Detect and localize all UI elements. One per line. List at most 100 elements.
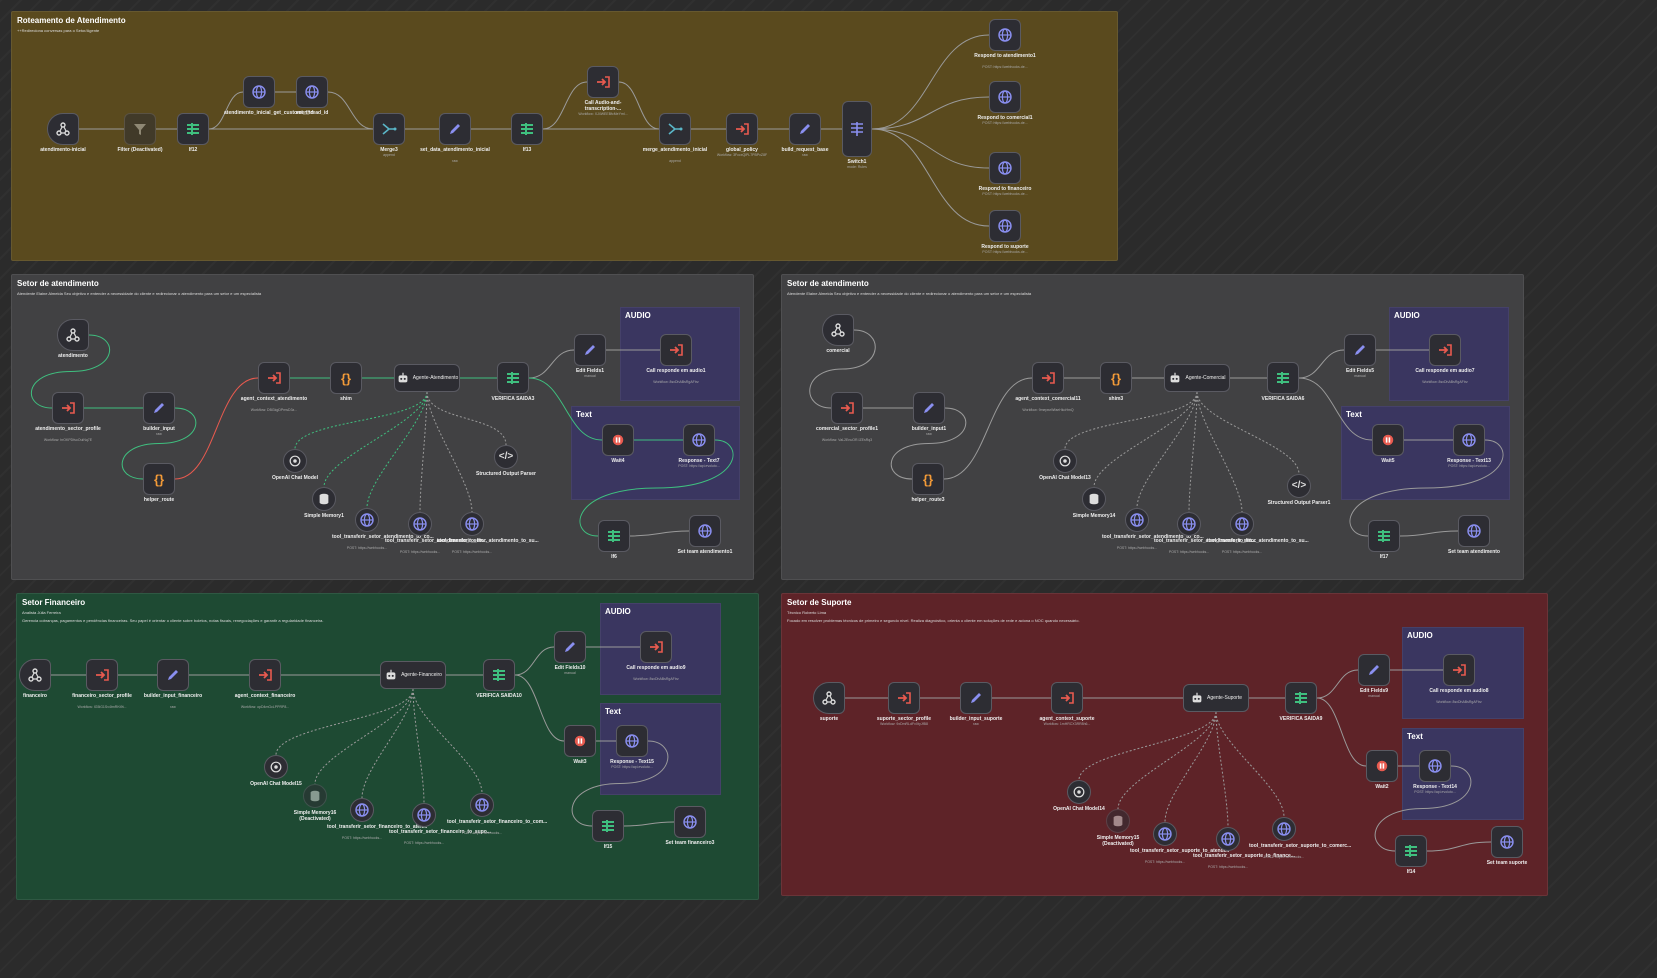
node-r-resp-su[interactable] xyxy=(989,210,1021,242)
node-s-tool3[interactable] xyxy=(1272,817,1296,841)
node-f-builder[interactable] xyxy=(157,659,189,691)
branch-icon xyxy=(185,121,201,137)
node-c-builder[interactable] xyxy=(913,392,945,424)
node-a-openai[interactable] xyxy=(283,449,307,473)
node-r-trigger[interactable] xyxy=(47,113,79,145)
node-a-memory[interactable] xyxy=(312,487,336,511)
node-f-setteam[interactable] xyxy=(674,806,706,838)
node-r-filter[interactable] xyxy=(124,113,156,145)
node-c-helper[interactable]: {} xyxy=(912,463,944,495)
node-a-response[interactable] xyxy=(683,424,715,456)
node-s-wait[interactable] xyxy=(1366,750,1398,782)
node-label: set_data_atendimento_inicial xyxy=(420,147,490,153)
node-c-parser[interactable]: </> xyxy=(1287,474,1311,498)
node-f-verifica[interactable] xyxy=(483,659,515,691)
node-c-profile[interactable] xyxy=(831,392,863,424)
node-a-builder[interactable] xyxy=(143,392,175,424)
node-f-tool3[interactable] xyxy=(470,793,494,817)
node-r-set-thread[interactable] xyxy=(296,76,328,108)
node-a-profile[interactable] xyxy=(52,392,84,424)
node-f-context[interactable] xyxy=(249,659,281,691)
node-a-helper[interactable]: {} xyxy=(143,463,175,495)
node-c-tool1[interactable] xyxy=(1125,508,1149,532)
node-f-profile[interactable] xyxy=(86,659,118,691)
node-s-tool2[interactable] xyxy=(1216,827,1240,851)
node-c-verifica[interactable] xyxy=(1267,362,1299,394)
node-c-openai[interactable] xyxy=(1053,449,1077,473)
node-label: Wait2 xyxy=(1375,784,1389,790)
node-a-if[interactable] xyxy=(598,520,630,552)
node-s-openai[interactable] xyxy=(1067,780,1091,804)
node-c-edit[interactable] xyxy=(1344,334,1376,366)
node-r-build[interactable] xyxy=(789,113,821,145)
node-f-edit[interactable] xyxy=(554,631,586,663)
node-r-merge3[interactable] xyxy=(373,113,405,145)
node-r-if12[interactable] xyxy=(177,113,209,145)
node-c-tool2[interactable] xyxy=(1177,512,1201,536)
node-s-verifica[interactable] xyxy=(1285,682,1317,714)
node-f-openai[interactable] xyxy=(264,755,288,779)
node-r-resp-co[interactable] xyxy=(989,81,1021,113)
node-c-context[interactable] xyxy=(1032,362,1064,394)
node-a-wait[interactable] xyxy=(602,424,634,456)
node-label: OpenAI Chat Model15 xyxy=(250,781,302,787)
node-c-if[interactable] xyxy=(1368,520,1400,552)
node-a-context[interactable] xyxy=(258,362,290,394)
node-a-edit[interactable] xyxy=(574,334,606,366)
node-r-global[interactable] xyxy=(726,113,758,145)
node-a-parser[interactable]: </> xyxy=(494,445,518,469)
node-f-agent[interactable]: Agente-Financeiro xyxy=(380,661,446,689)
node-c-memory[interactable] xyxy=(1082,487,1106,511)
node-f-if[interactable] xyxy=(592,810,624,842)
node-r-resp-fi[interactable] xyxy=(989,152,1021,184)
node-s-context[interactable] xyxy=(1051,682,1083,714)
node-s-builder[interactable] xyxy=(960,682,992,714)
node-s-tool1[interactable] xyxy=(1153,822,1177,846)
node-f-response[interactable] xyxy=(616,725,648,757)
globe-icon xyxy=(997,27,1013,43)
node-f-trigger[interactable] xyxy=(19,659,51,691)
node-c-wait[interactable] xyxy=(1372,424,1404,456)
subgroup-title: Text xyxy=(605,707,621,716)
node-f-wait[interactable] xyxy=(564,725,596,757)
node-c-tool3[interactable] xyxy=(1230,512,1254,536)
node-a-agent[interactable]: Agente-Atendimento xyxy=(394,364,460,392)
node-s-memory[interactable] xyxy=(1106,809,1130,833)
node-label: atendimento xyxy=(58,353,88,359)
node-sublabel: POST: https://webhooks... xyxy=(1207,865,1249,869)
node-r-resp-at[interactable] xyxy=(989,19,1021,51)
node-a-callaudio[interactable] xyxy=(660,334,692,366)
node-r-switch[interactable] xyxy=(842,101,872,157)
node-s-callaudio[interactable] xyxy=(1443,654,1475,686)
node-c-trigger[interactable] xyxy=(822,314,854,346)
node-a-tool3[interactable] xyxy=(460,512,484,536)
node-f-tool1[interactable] xyxy=(350,798,374,822)
node-s-profile[interactable] xyxy=(888,682,920,714)
execute-workflow-icon xyxy=(648,639,664,655)
node-a-tool2[interactable] xyxy=(408,512,432,536)
node-a-tool1[interactable] xyxy=(355,508,379,532)
node-c-agent[interactable]: Agente-Comercial xyxy=(1164,364,1230,392)
node-r-merge-at[interactable] xyxy=(659,113,691,145)
node-f-callaudio[interactable] xyxy=(640,631,672,663)
node-c-shim[interactable]: {} xyxy=(1100,362,1132,394)
node-c-setteam[interactable] xyxy=(1458,515,1490,547)
node-c-callaudio[interactable] xyxy=(1429,334,1461,366)
node-a-shim[interactable]: {} xyxy=(330,362,362,394)
node-f-memory[interactable] xyxy=(303,784,327,808)
node-r-set-data[interactable] xyxy=(439,113,471,145)
node-a-trigger[interactable] xyxy=(57,319,89,351)
node-s-response[interactable] xyxy=(1419,750,1451,782)
node-f-tool2[interactable] xyxy=(412,803,436,827)
node-r-get-customer[interactable] xyxy=(243,76,275,108)
node-s-setteam[interactable] xyxy=(1491,826,1523,858)
node-a-verifica[interactable] xyxy=(497,362,529,394)
node-a-setteam[interactable] xyxy=(689,515,721,547)
node-r-call-audio[interactable] xyxy=(587,66,619,98)
node-s-if[interactable] xyxy=(1395,835,1427,867)
node-r-if13[interactable] xyxy=(511,113,543,145)
node-c-response[interactable] xyxy=(1453,424,1485,456)
node-s-trigger[interactable] xyxy=(813,682,845,714)
node-s-agent[interactable]: Agente-Suporte xyxy=(1183,684,1249,712)
node-s-edit[interactable] xyxy=(1358,654,1390,686)
